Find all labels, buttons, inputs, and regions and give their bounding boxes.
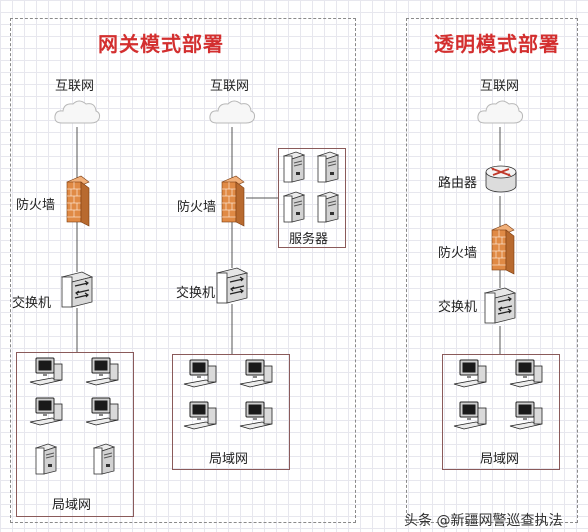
- firewall-icon: [491, 223, 515, 275]
- firewall-label-2: 防火墙: [177, 200, 217, 215]
- switch-icon: [60, 271, 94, 308]
- internet-label-1: 互联网: [55, 79, 95, 94]
- firewall-label-3: 防火墙: [438, 246, 478, 261]
- firewall-icon: [221, 175, 245, 227]
- firewall-icon: [66, 175, 90, 227]
- transparent-mode-panel: [406, 18, 578, 523]
- gateway-mode-panel: [10, 18, 356, 523]
- server-icon: [316, 191, 340, 223]
- router-label: 路由器: [438, 176, 478, 191]
- firewall-label-1: 防火墙: [16, 198, 56, 213]
- computer-icon: [183, 401, 217, 430]
- lan-label-3: 局域网: [480, 452, 520, 467]
- server-icon: [282, 191, 306, 223]
- server-group-box: [278, 148, 346, 248]
- switch-icon: [483, 287, 517, 324]
- computer-icon: [239, 401, 273, 430]
- lan-box-2: [172, 354, 290, 470]
- computer-icon: [239, 359, 273, 388]
- computer-icon: [183, 359, 217, 388]
- server-icon: [34, 443, 58, 475]
- computer-icon: [453, 359, 487, 388]
- computer-icon: [509, 359, 543, 388]
- lan-label-2: 局域网: [209, 452, 249, 467]
- server-icon: [92, 443, 116, 475]
- gateway-mode-title: 网关模式部署: [98, 32, 224, 56]
- cloud-icon: [477, 100, 524, 124]
- computer-icon: [85, 397, 119, 426]
- transparent-mode-title: 透明模式部署: [434, 32, 560, 56]
- switch-label-2: 交换机: [176, 286, 216, 301]
- internet-label-2: 互联网: [210, 79, 250, 94]
- internet-label-3: 互联网: [480, 79, 520, 94]
- server-icon: [282, 151, 306, 183]
- computer-icon: [29, 397, 63, 426]
- watermark: 头条 @新疆网警巡查执法: [404, 513, 563, 529]
- computer-icon: [85, 357, 119, 386]
- servers-label: 服务器: [289, 232, 329, 247]
- computer-icon: [453, 401, 487, 430]
- cloud-icon: [209, 100, 256, 124]
- router-icon: [485, 165, 517, 193]
- switch-icon: [215, 267, 249, 304]
- lan-label-1: 局域网: [52, 498, 92, 513]
- lan-box-3: [442, 354, 560, 470]
- server-icon: [316, 151, 340, 183]
- switch-label-1: 交换机: [12, 296, 52, 311]
- lan-box-1: [16, 352, 134, 517]
- computer-icon: [29, 357, 63, 386]
- computer-icon: [509, 401, 543, 430]
- cloud-icon: [54, 100, 101, 124]
- switch-label-3: 交换机: [438, 300, 478, 315]
